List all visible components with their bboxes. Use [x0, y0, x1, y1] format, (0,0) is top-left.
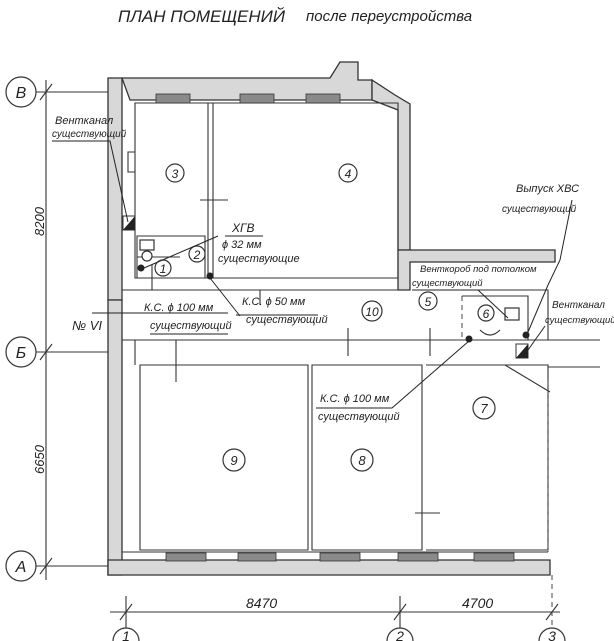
axis-label-v: В — [16, 85, 27, 102]
plumbing-fixtures — [122, 215, 530, 359]
dimension-lines: 8200 6650 8470 4700 — [32, 80, 560, 628]
axis-label-a: А — [15, 559, 27, 576]
building-walls — [107, 61, 600, 576]
axis-markers: В Б А 1 2 3 — [5, 76, 566, 641]
dim-4700: 4700 — [462, 595, 493, 611]
room-numbers: 3 4 2 1 10 5 6 9 8 7 — [154, 163, 496, 472]
ventkanal-left-sub: существующий — [52, 129, 127, 140]
plan-title: ПЛАН ПОМЕЩЕНИЙ — [118, 6, 286, 26]
dim-8470: 8470 — [246, 595, 277, 611]
ks100-left-label: К.С. ϕ 100 мм — [144, 302, 214, 314]
pipe32-sub: существующие — [218, 253, 300, 265]
dim-8200: 8200 — [32, 206, 47, 236]
ks100-bottom-sub: существующий — [318, 411, 400, 423]
room-3: 3 — [172, 167, 179, 181]
ventkanal-left-label: Вентканал — [55, 115, 113, 127]
annotations: Вентканал существующий ХГВ ϕ 32 мм сущес… — [52, 115, 614, 423]
hgv-label: ХГВ — [231, 221, 255, 235]
top-windows — [155, 93, 341, 104]
room-1: 1 — [160, 262, 167, 276]
vypusk-label: Выпуск ХВС — [516, 183, 579, 195]
axis-label-1: 1 — [122, 628, 130, 641]
dim-6650: 6650 — [32, 444, 47, 474]
room-8: 8 — [358, 453, 366, 468]
ks100-left-sub: существующий — [150, 320, 232, 332]
room-9: 9 — [230, 453, 237, 468]
room-10: 10 — [365, 305, 379, 319]
bottom-windows — [165, 552, 515, 562]
room-5: 5 — [425, 295, 432, 309]
axis-label-b: Б — [16, 345, 26, 362]
ks50-sub: существующий — [246, 314, 328, 326]
pipe32-label: ϕ 32 мм — [222, 239, 262, 251]
axis-label-2: 2 — [395, 628, 404, 641]
room-6: 6 — [483, 307, 490, 321]
ventkanal-right-label: Вентканал — [552, 300, 605, 311]
axis-label-3: 3 — [548, 628, 556, 641]
ventkorob-label: Венткороб под потолком — [420, 264, 537, 275]
ks50-label: К.С. ϕ 50 мм — [242, 296, 306, 308]
partition-ticks — [151, 199, 440, 514]
room-7: 7 — [480, 401, 488, 416]
ks100-bottom-label: К.С. ϕ 100 мм — [320, 393, 390, 405]
room-2: 2 — [193, 248, 201, 262]
vypusk-sub: существующий — [502, 204, 577, 215]
ventkorob-sub: существующий — [412, 278, 483, 289]
ventkanal-right-sub: существующий — [545, 315, 614, 326]
no-vi-label: № VI — [72, 318, 102, 333]
room-4: 4 — [345, 167, 352, 181]
plan-subtitle: после переустройства — [306, 8, 472, 25]
